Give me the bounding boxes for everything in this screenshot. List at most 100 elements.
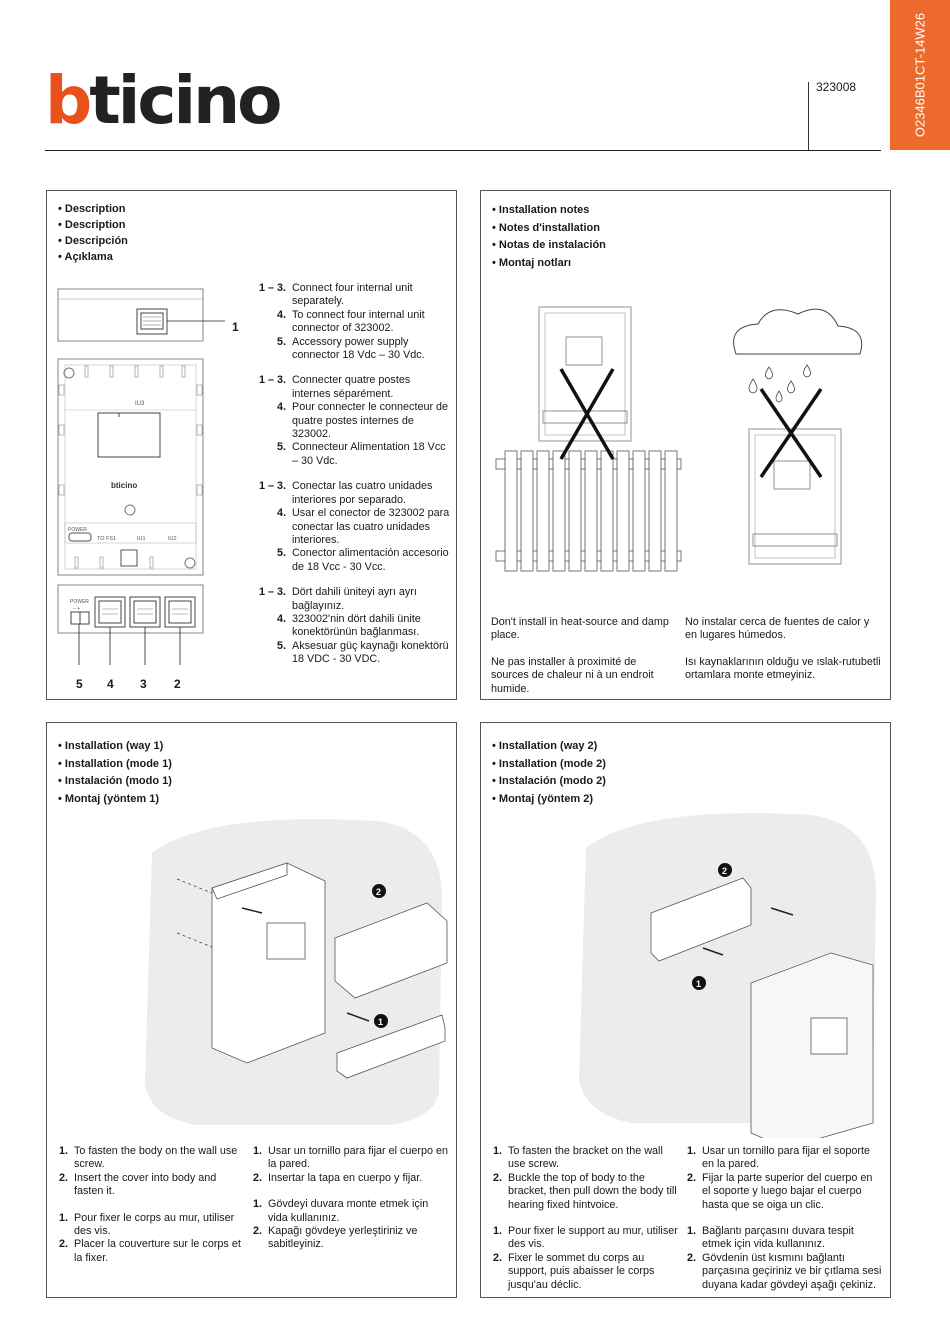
install-notes-titles: Installation notes Notes d'installation … (492, 202, 606, 272)
label-polarity: – + (73, 606, 80, 612)
step-item: 2.Insertar la tapa en cuerpo y fijar. (252, 1171, 423, 1184)
title-tr: Montaj (yöntem 2) (492, 791, 606, 809)
step-marker-1 (374, 1014, 388, 1028)
cover-bottom (336, 1014, 446, 1079)
doc-ref-tab: O2346B01CT-14W26 (890, 0, 950, 150)
desc-item: 1 – 3.Dört dahili üniteyi ayrı ayrı bağl… (258, 586, 417, 612)
desc-item: 4.Pour connecter le connecteur de quatre… (276, 401, 449, 441)
desc-item: 4.Usar el conector de 323002 para conect… (276, 507, 450, 546)
label-iu3: IU3 (135, 401, 145, 407)
title-es: Notas de instalación (492, 237, 606, 255)
label-power: POWER (68, 527, 87, 533)
step-item: 2.Kapağı gövdeye yerleştiriniz ve sabitl… (252, 1225, 418, 1251)
title-en: Description (58, 201, 128, 217)
cross-icon (559, 368, 615, 460)
radiator-icon (495, 450, 682, 572)
way1-steps-left: 1.To fasten the body on the wall use scr… (55, 1145, 245, 1265)
description-panel: Description Description Descripción Açık… (46, 190, 457, 700)
callout-3: 3 (140, 677, 147, 691)
desc-item: 4.To connect four internal unit connecto… (276, 308, 425, 335)
step-item: 1.Gövdeyi duvara monte etmek için vida k… (252, 1198, 429, 1224)
way2-steps-left: 1.To fasten the bracket on the wall use … (489, 1145, 679, 1292)
desc-item: 5.Aksesuar güç kaynağı konektörü 18 VDC … (276, 639, 449, 666)
description-list: 1 – 3.Connect four internal unit separat… (255, 282, 451, 667)
title-es: Instalación (modo 2) (492, 773, 606, 791)
way1-steps-right: 1.Usar un tornillo para fijar el cuerpo … (249, 1145, 449, 1252)
step-item: 2.Buckle the top of body to the bracket,… (492, 1171, 677, 1211)
cloud-icon (733, 308, 863, 355)
step-marker-2 (372, 884, 386, 898)
doc-ref: O2346B01CT-14W26 (912, 12, 928, 138)
title-en: Installation (way 1) (58, 738, 172, 756)
title-fr: Installation (mode 2) (492, 756, 606, 774)
step-marker-2 (718, 863, 732, 877)
way1-illustration: 2 1 (145, 819, 448, 1125)
title-en: Installation notes (492, 202, 606, 220)
step-item: 1.Pour fixer le corps au mur, utiliser d… (58, 1211, 235, 1238)
title-fr: Installation (mode 1) (58, 756, 172, 774)
step-item: 2.Insert the cover into body and fasten … (58, 1171, 217, 1198)
desc-item: 5.Connecteur Alimentation 18 Vcc – 30 Vd… (276, 441, 446, 467)
desc-item: 1 – 3.Connect four internal unit separat… (258, 282, 413, 308)
title-fr: Description (58, 217, 128, 233)
step-marker-1 (692, 976, 706, 990)
label-to-fs1: TO FS1 (97, 536, 116, 542)
device-brand: bticino (111, 481, 137, 490)
way1-titles: Installation (way 1) Installation (mode … (58, 738, 172, 808)
step-item: 1.Usar un tornillo para fijar el cuerpo … (252, 1145, 449, 1171)
title-es: Instalación (modo 1) (58, 773, 172, 791)
label-iu2: IU2 (168, 536, 177, 542)
step-item: 1.To fasten the body on the wall use scr… (58, 1145, 238, 1171)
way1-panel: Installation (way 1) Installation (mode … (46, 722, 457, 1298)
description-titles: Description Description Descripción Açık… (58, 201, 128, 265)
title-tr: Montaj (yöntem 1) (58, 791, 172, 809)
callout-1: 1 (232, 320, 239, 334)
screw-icon (241, 907, 370, 1022)
svg-text:1: 1 (696, 979, 701, 989)
raindrop-icon (748, 364, 811, 403)
way2-titles: Installation (way 2) Installation (mode … (492, 738, 606, 808)
step-item: 1.To fasten the bracket on the wall use … (492, 1145, 663, 1171)
device-damp (748, 428, 842, 565)
step-item: 1.Pour fixer le support au mur, utiliser… (492, 1225, 678, 1251)
svg-text:2: 2 (376, 887, 381, 897)
header-divider (808, 82, 809, 150)
title-tr: Montaj notları (492, 255, 606, 273)
device-body (750, 952, 874, 1138)
screw-icon (702, 907, 794, 956)
svg-text:2: 2 (722, 866, 727, 876)
step-item: 2.Fixer le sommet du corps au support, p… (492, 1251, 655, 1291)
bracket (650, 877, 752, 962)
callout-4: 4 (107, 677, 114, 691)
header-rule (45, 150, 881, 151)
svg-text:1: 1 (378, 1017, 383, 1027)
step-item: 1.Usar un tornillo para fijar el soporte… (686, 1145, 871, 1171)
callout-2: 2 (174, 677, 181, 691)
product-code: 323008 (816, 80, 857, 94)
desc-item: 5.Conector alimentación accesorio de 18 … (276, 547, 449, 573)
step-item: 2.Fijar la parte superior del cuerpo en … (686, 1171, 873, 1211)
install-notes-panel: Installation notes Notes d'installation … (480, 190, 891, 700)
cross-icon (759, 388, 823, 478)
callout-5: 5 (76, 677, 83, 691)
label-power-bottom: POWER (70, 599, 89, 605)
device-diagram: IU3 bticino POWER TO FS1 IU1 IU2 POWER –… (57, 288, 225, 665)
device-body (211, 862, 326, 1064)
install-notes-illustration (495, 306, 863, 572)
brand-logo: bticino (45, 62, 283, 139)
label-iu1: IU1 (137, 536, 146, 542)
step-item: 2.Placer la couverture sur le corps et l… (58, 1238, 241, 1264)
step-item: 2.Gövdenin üst kısmını bağlantı parçasın… (686, 1251, 882, 1291)
desc-item: 4.323002'nin dört dahili ünite konektörü… (276, 612, 421, 639)
title-es: Descripción (58, 233, 128, 249)
way2-steps-right: 1.Usar un tornillo para fijar el soporte… (683, 1145, 883, 1292)
device-near-heat (538, 306, 632, 442)
cover-top (334, 902, 448, 999)
note-left: Don't install in heat-source and damp pl… (491, 616, 669, 695)
desc-item: 1 – 3.Connecter quatre postes internes s… (258, 374, 411, 400)
way2-illustration: 2 1 (579, 813, 876, 1138)
way2-panel: Installation (way 2) Installation (mode … (480, 722, 891, 1298)
title-fr: Notes d'installation (492, 220, 606, 238)
title-en: Installation (way 2) (492, 738, 606, 756)
step-item: 1.Bağlantı parçasını duvara tespit etmek… (686, 1225, 854, 1251)
